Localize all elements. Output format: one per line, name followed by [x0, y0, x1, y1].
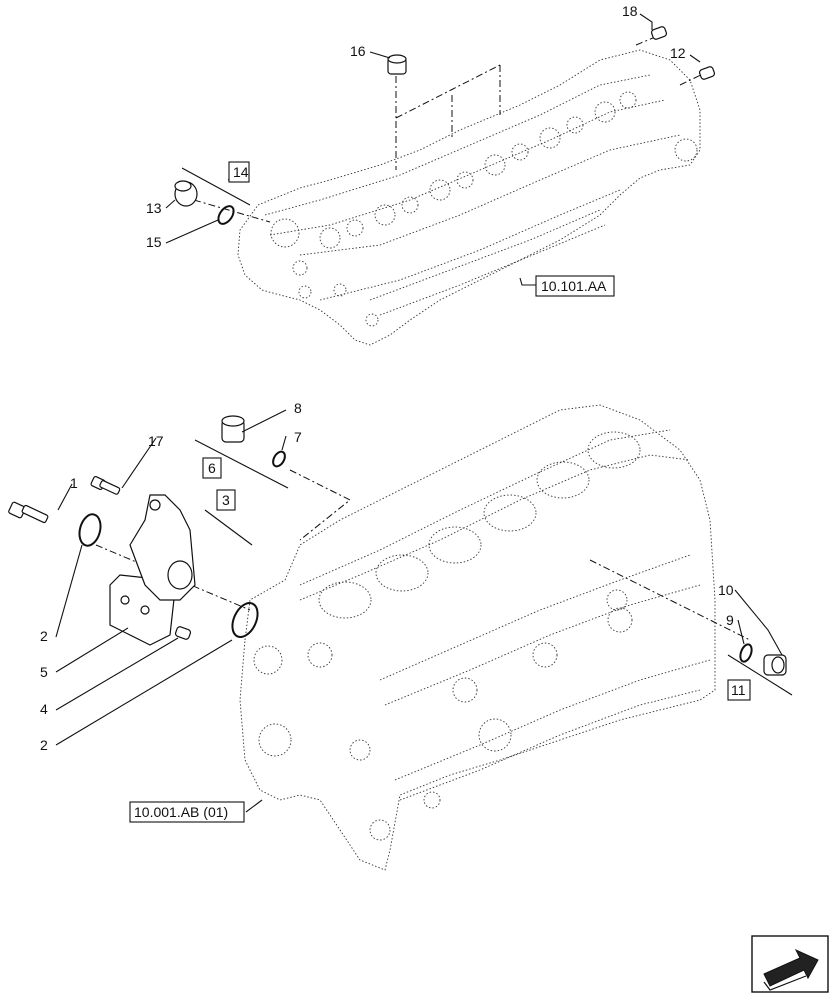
part-8-plug	[221, 415, 245, 443]
callout-box-11: 11	[727, 679, 751, 701]
callout-2-lower: 2	[40, 737, 48, 753]
callout-1: 1	[70, 475, 78, 491]
part-13-plug	[174, 180, 198, 207]
part-10-plug	[763, 654, 787, 676]
cylinder-head-drawing	[237, 49, 701, 346]
callout-8: 8	[294, 400, 302, 416]
callout-4: 4	[40, 701, 48, 717]
part-4-dowel-pin	[174, 626, 192, 640]
callout-10: 10	[718, 582, 734, 598]
part-15-o-ring	[217, 205, 235, 225]
callout-box-3: 3	[216, 489, 236, 511]
part-1-bolt	[8, 501, 49, 524]
callout-2-upper: 2	[40, 628, 48, 644]
part-2-o-ring-lower	[231, 602, 259, 638]
callout-12: 12	[670, 45, 686, 61]
svg-text:14: 14	[233, 164, 249, 180]
part-16-sleeve	[387, 54, 407, 75]
callout-5: 5	[40, 664, 48, 680]
part-7-o-ring	[272, 450, 286, 468]
callout-13: 13	[146, 200, 162, 216]
reference-cylinder-head[interactable]: 10.101.AA	[535, 275, 615, 297]
part-2-o-ring-upper	[78, 513, 102, 547]
part-9-o-ring	[739, 643, 753, 663]
svg-text:10.101.AA: 10.101.AA	[541, 278, 607, 294]
callout-18: 18	[622, 3, 638, 19]
svg-text:6: 6	[208, 460, 216, 476]
svg-text:10.001.AB (01): 10.001.AB (01)	[134, 804, 228, 820]
part-5-housing	[109, 494, 196, 646]
reference-engine-block[interactable]: 10.001.AB (01)	[129, 801, 245, 823]
engine-block-drawing	[239, 404, 716, 871]
callout-7: 7	[294, 429, 302, 445]
part-12-plug	[698, 66, 716, 80]
svg-text:11: 11	[731, 682, 746, 698]
callout-box-14: 14	[228, 161, 250, 183]
callout-16: 16	[350, 43, 366, 59]
part-17-bolt	[90, 475, 121, 495]
svg-text:3: 3	[222, 492, 230, 508]
callout-15: 15	[146, 234, 162, 250]
callout-box-6: 6	[202, 457, 222, 479]
callout-17: 17	[148, 433, 164, 449]
part-18-plug	[650, 26, 668, 40]
next-page-arrow-icon[interactable]	[751, 935, 829, 993]
callout-9: 9	[726, 612, 734, 628]
